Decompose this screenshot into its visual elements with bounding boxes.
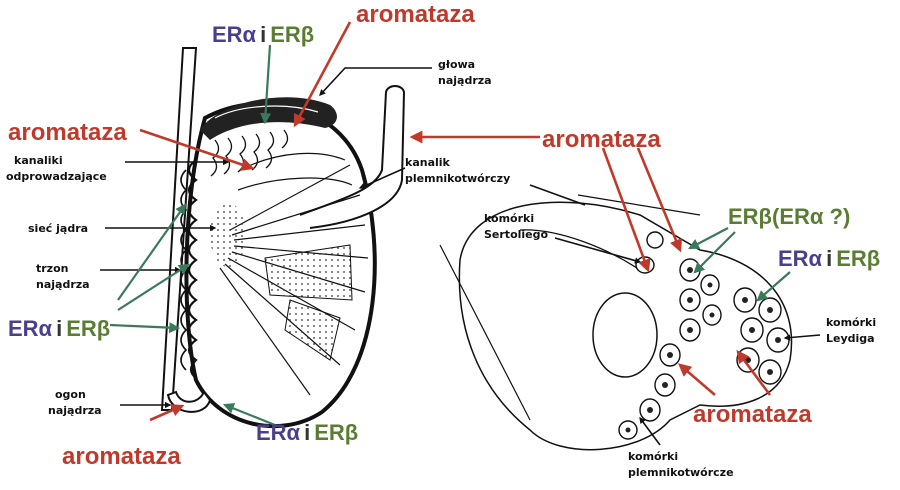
aromatase-label-right-top: aromataza — [542, 126, 661, 153]
label-kanaliki-2: odprowadzające — [6, 170, 107, 183]
label-plemniko: komórki — [628, 450, 678, 463]
label-trzon-2: najądrza — [36, 278, 90, 291]
aromatase-label-bottom: aromataza — [62, 443, 181, 470]
label-sertoli-2: Sertoliego — [484, 228, 548, 241]
label-glowa-2: najądrza — [438, 74, 492, 87]
aromatase-label-right-bottom: aromataza — [693, 401, 812, 428]
erb-era-question-label: ERβ(ERα ?) — [728, 204, 850, 229]
label-leydig-2: Leydiga — [826, 332, 875, 345]
label-ogon-2: najądrza — [48, 404, 102, 417]
label-leydig: komórki — [826, 316, 876, 329]
rete-testis — [210, 203, 246, 267]
label-glowa: głowa — [438, 58, 475, 71]
label-plemniko-2: plemnikotwórcze — [628, 466, 734, 479]
label-trzon: trzon — [36, 262, 68, 275]
label-ogon: ogon — [55, 388, 86, 401]
label-sertoli: komórki — [484, 212, 534, 225]
aromatase-label-top: aromataza — [356, 1, 475, 28]
label-kanaliki: kanaliki — [14, 154, 63, 167]
label-kanalik-2: plemnikotwórczy — [405, 172, 510, 185]
aromatase-label-left: aromataza — [8, 119, 127, 146]
label-kanalik: kanalik — [405, 156, 451, 169]
label-siec: sieć jądra — [28, 222, 88, 235]
testis-drawing — [162, 48, 404, 426]
lumen — [593, 293, 657, 377]
